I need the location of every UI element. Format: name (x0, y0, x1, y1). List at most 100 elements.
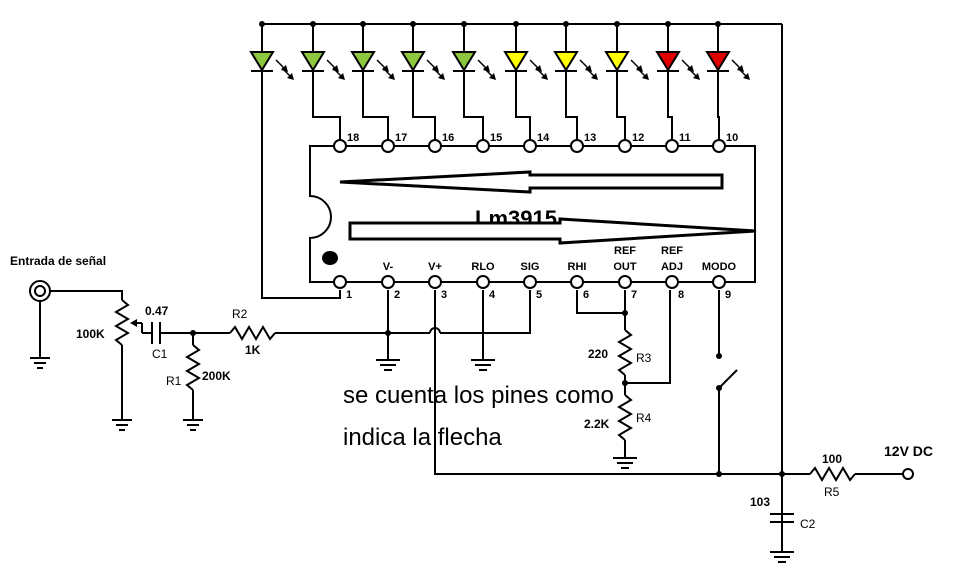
led-2 (300, 21, 345, 80)
top-pin-17: 17 (362, 72, 407, 153)
r1-ref: R1 (166, 374, 182, 388)
r5-value: 100 (822, 452, 842, 466)
led-bar (249, 21, 750, 80)
top-pin-12: 12 (616, 72, 644, 153)
pin-number: 5 (536, 289, 542, 301)
ground-symbol (183, 419, 203, 431)
r2-ref: R2 (232, 307, 248, 321)
pin-number: 11 (679, 132, 691, 144)
pin-number: 18 (347, 132, 359, 144)
pin-label: MODO (702, 261, 737, 273)
bottom-pin-1: 1 (333, 275, 352, 301)
led-9 (655, 21, 700, 80)
resistor-r1 (185, 344, 201, 391)
arrow-right (348, 217, 757, 245)
ground-symbol (376, 359, 400, 371)
pot-value: 100K (76, 327, 105, 341)
bottom-pin-5: 5 SIG (521, 261, 543, 301)
pin-label: V- (383, 261, 394, 273)
potentiometer (114, 299, 130, 346)
bottom-pin-8: 8 REF ADJ (661, 245, 684, 301)
pin-label: V+ (428, 261, 442, 273)
top-pin-16: 16 (412, 72, 454, 153)
pin-number: 4 (489, 289, 496, 301)
resistor-r2 (229, 325, 276, 341)
led-5 (451, 21, 496, 80)
pin-label: RHI (568, 261, 587, 273)
r3-value: 220 (588, 347, 608, 361)
switch-contact (716, 353, 722, 359)
pin-label: RLO (471, 261, 495, 273)
ground-symbol (770, 551, 794, 563)
bottom-pin-7: 7 REF OUT (613, 245, 637, 301)
pin-number: 3 (441, 289, 447, 301)
pin-number: 7 (631, 289, 637, 301)
top-pin-13: 13 (565, 72, 596, 153)
resistor-r5 (809, 466, 856, 482)
pin-number: 6 (583, 289, 589, 301)
r5-ref: R5 (824, 485, 840, 499)
led-3 (350, 21, 395, 80)
c1-ref: C1 (152, 347, 168, 361)
ground-symbol (471, 359, 495, 371)
top-pin-15: 15 (463, 72, 502, 153)
input-label: Entrada de señal (10, 254, 106, 268)
r1-value: 200K (202, 369, 231, 383)
c1-value: 0.47 (145, 304, 169, 318)
pin1-dot (322, 251, 338, 265)
ground-symbol (112, 419, 132, 431)
note-line-1: se cuenta los pines como (343, 382, 614, 409)
mode-switch (718, 369, 738, 389)
led-8 (604, 21, 649, 80)
bottom-pin-9: 9 MODO (702, 261, 737, 301)
c2-ref: C2 (800, 517, 816, 531)
top-pin-10: 10 (712, 72, 738, 153)
note-line-2: indica la flecha (343, 424, 502, 451)
wire-pin1-led1 (261, 72, 341, 299)
ground-symbol (613, 457, 637, 469)
pin-label: ADJ (661, 261, 683, 273)
pin-number: 9 (725, 289, 731, 301)
r4-ref: R4 (636, 411, 652, 425)
pin-number: 2 (394, 289, 400, 301)
top-pin-11: 11 (665, 72, 691, 153)
led-10 (705, 21, 750, 80)
bottom-pin-4: 4 RLO (471, 261, 496, 301)
pin-number: 12 (632, 132, 644, 144)
pin-label: REF (661, 245, 683, 257)
arrow-left (339, 170, 724, 194)
led-6 (503, 21, 548, 80)
pin-label: REF (614, 245, 636, 257)
pin-number: 15 (490, 132, 502, 144)
ground-symbol (30, 357, 50, 369)
pin-number: 1 (346, 289, 352, 301)
resistor-r4 (617, 394, 633, 441)
pin-number: 10 (726, 132, 738, 144)
pot-wiper-arrow (130, 319, 137, 327)
pin-number: 13 (584, 132, 596, 144)
supply-label: 12V DC (884, 443, 933, 459)
pin-number: 16 (442, 132, 454, 144)
r3-ref: R3 (636, 351, 652, 365)
resistor-r3 (617, 329, 633, 376)
c2-value: 103 (750, 495, 770, 509)
led-7 (553, 21, 598, 80)
led-1 (249, 21, 294, 80)
pin-label: SIG (521, 261, 540, 273)
bottom-pin-2: 2 V- (381, 261, 400, 301)
pin-number: 17 (395, 132, 407, 144)
pin-number: 14 (537, 132, 550, 144)
pin-label: OUT (613, 261, 637, 273)
top-pin-14: 14 (515, 72, 550, 153)
supply-terminal (902, 468, 914, 480)
bottom-pin-6: 6 RHI (568, 261, 590, 301)
r4-value: 2.2K (584, 417, 610, 431)
pin-number: 8 (678, 289, 684, 301)
led-4 (400, 21, 445, 80)
r2-value: 1K (245, 343, 261, 357)
bottom-pin-3: 3 V+ (428, 261, 447, 301)
top-pin-18: 18 (312, 72, 359, 153)
